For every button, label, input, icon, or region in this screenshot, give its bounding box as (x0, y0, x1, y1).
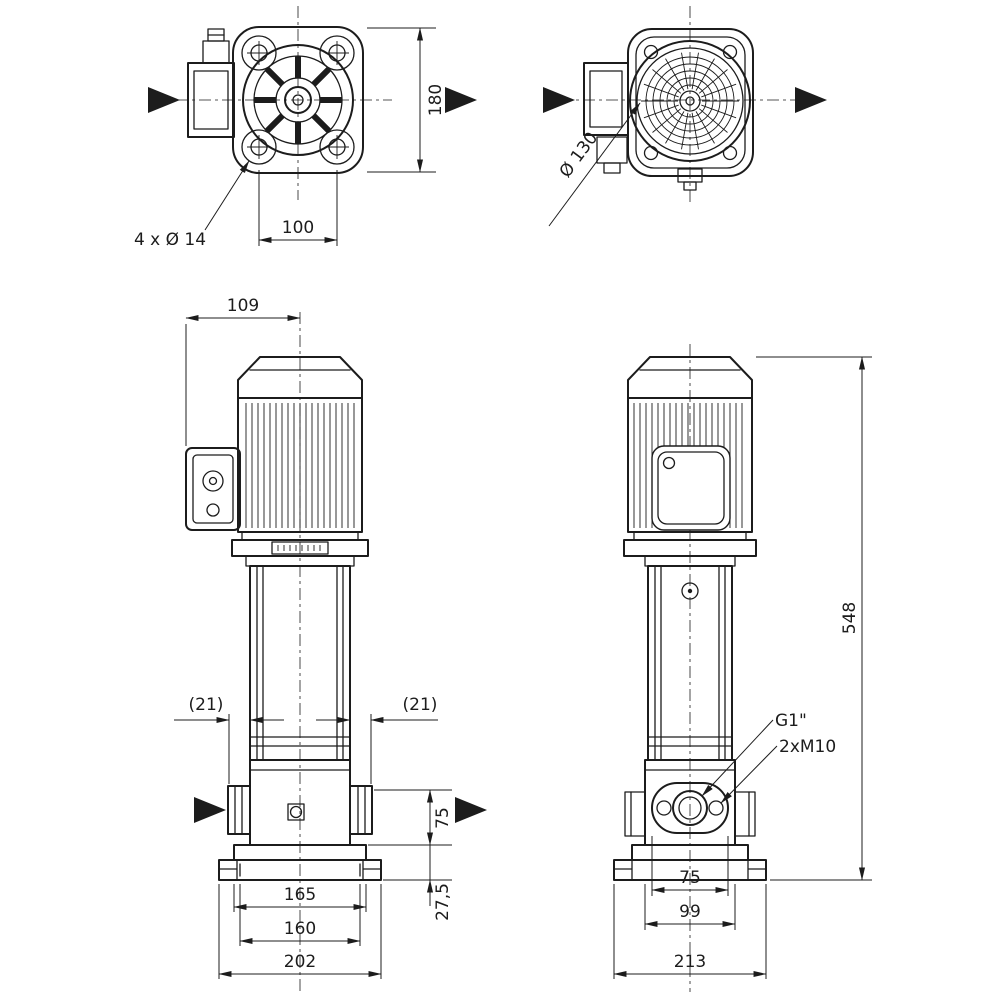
dim-label-109: 109 (227, 296, 259, 316)
terminal-box (583, 62, 629, 174)
label-holes: 4 x Ø 14 (134, 230, 206, 250)
fan-grille (629, 40, 751, 162)
terminal-box (185, 447, 241, 531)
dim-diameter-130: Ø 130 (548, 102, 641, 227)
view-side: 548 G1" 2xM10 75 99 213 (613, 344, 872, 992)
view-top-fan-end: Ø 130 (543, 6, 827, 227)
dim-213: 213 (613, 884, 767, 979)
motor (627, 356, 753, 541)
dim-label-165: 165 (284, 885, 316, 905)
base-plate (218, 844, 382, 881)
view-top-drive-end: 180 100 4 x Ø 14 (134, 6, 477, 250)
dim-label-99: 99 (679, 902, 701, 922)
bottom-fitting (677, 168, 703, 191)
leader-port-thread: G1" (701, 711, 807, 797)
view-front: 109 (21) (21) 75 27,5 (174, 296, 487, 992)
dim-label-75-side: 75 (679, 868, 701, 888)
dim-label-202: 202 (284, 952, 316, 972)
dim-548: 548 (756, 356, 872, 881)
dim-label-548: 548 (840, 602, 860, 634)
label-port-thread: G1" (775, 711, 807, 731)
dim-160: 160 (239, 884, 361, 946)
base-plate (613, 844, 767, 881)
dim-100: 100 (258, 170, 338, 246)
pump-housing (624, 759, 756, 846)
dim-label-21-left: (21) (189, 695, 224, 715)
flow-arrow-left (543, 87, 575, 113)
dim-label-100: 100 (282, 218, 314, 238)
label-flange-bolts: 2xM10 (779, 737, 836, 757)
flow-arrow-right (445, 87, 477, 113)
dim-21-left: (21) (174, 695, 284, 784)
dim-label-diameter: Ø 130 (556, 128, 603, 181)
dim-27-5: 27,5 (383, 845, 453, 921)
dim-label-27-5: 27,5 (433, 883, 453, 921)
coupling-hub (242, 44, 354, 156)
dim-202: 202 (218, 884, 382, 979)
flow-arrow-right (455, 797, 487, 823)
dim-21-right: (21) (316, 695, 438, 784)
dim-label-213: 213 (674, 952, 706, 972)
dim-109: 109 (185, 296, 301, 446)
dim-75-side: 75 (651, 836, 729, 896)
flange-body (232, 26, 364, 174)
pump-housing (227, 759, 373, 846)
dim-75-front: 75 (368, 789, 453, 846)
dim-180: 180 (367, 27, 446, 173)
dim-165: 165 (233, 884, 367, 912)
dim-label-21-right: (21) (403, 695, 438, 715)
leader-flange-bolts: 2xM10 (720, 737, 836, 804)
dim-99: 99 (644, 884, 736, 930)
flow-arrow-left (148, 87, 180, 113)
dim-label-160: 160 (284, 919, 316, 939)
leader-holes: 4 x Ø 14 (134, 160, 250, 250)
dim-label-180: 180 (426, 84, 446, 116)
flow-arrow-left (194, 797, 226, 823)
flow-arrow-right (795, 87, 827, 113)
dim-label-75-front: 75 (433, 807, 453, 829)
port-flange (651, 782, 729, 834)
terminal-box (187, 28, 235, 138)
